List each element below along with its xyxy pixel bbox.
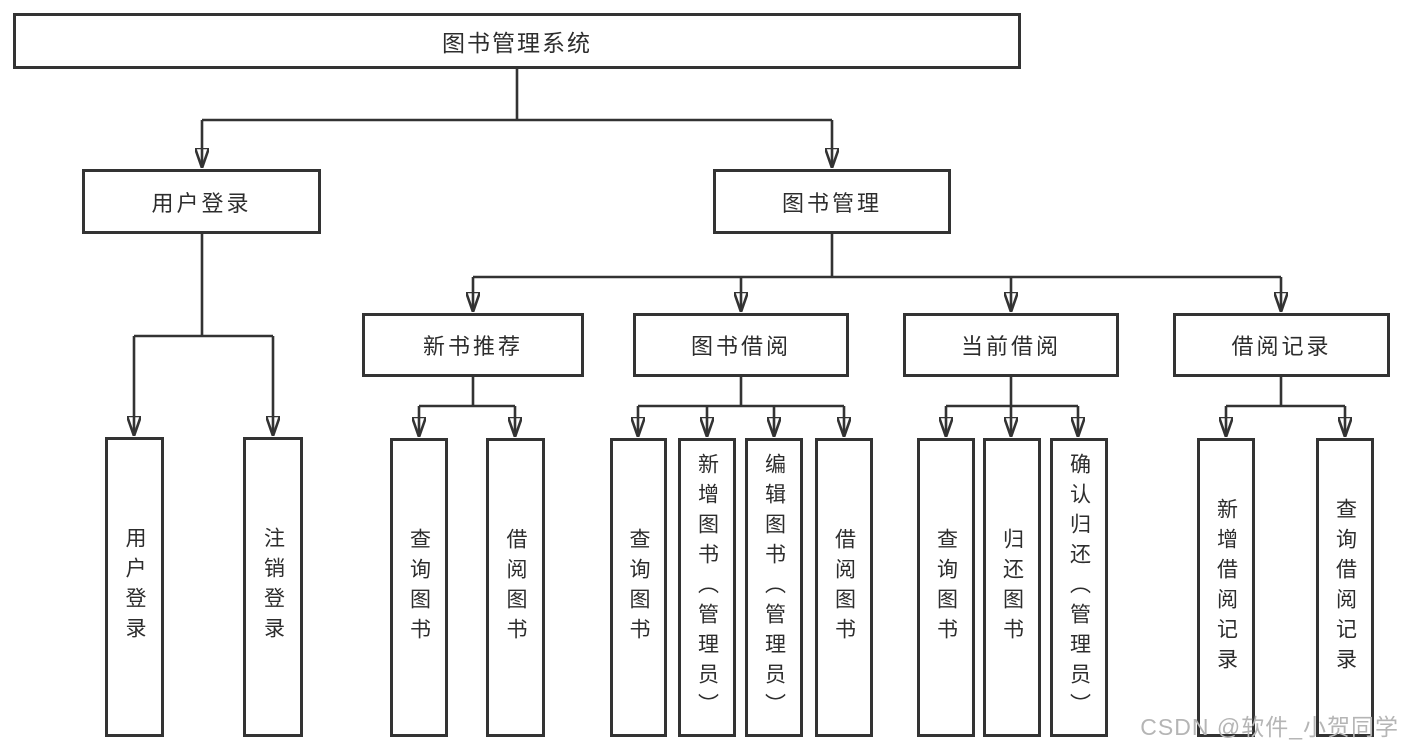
leaf-cb-query-book: 查询图书 — [917, 438, 975, 737]
leaf-label: 编辑图书（管理员） — [762, 452, 786, 723]
book-management-branch-lines — [473, 233, 1281, 311]
leaf-label: 查询借阅记录 — [1333, 497, 1357, 678]
node-book-management: 图书管理 — [713, 169, 951, 234]
leaf-br-query-borrow-record: 查询借阅记录 — [1316, 438, 1374, 737]
book-borrow-spine — [638, 377, 844, 408]
node-user-login: 用户登录 — [82, 169, 321, 234]
node-new-book-recommend: 新书推荐 — [362, 313, 584, 377]
leaf-label: 新增借阅记录 — [1214, 497, 1238, 678]
node-book-borrow: 图书借阅 — [633, 313, 849, 377]
node-label: 借阅记录 — [1231, 334, 1332, 359]
leaf-label: 借阅图书 — [504, 527, 527, 648]
leaf-label: 用户登录 — [123, 527, 146, 647]
node-current-borrow: 当前借阅 — [903, 313, 1119, 377]
leaf-bb-query-book: 查询图书 — [610, 438, 667, 737]
leaf-br-add-borrow-record: 新增借阅记录 — [1197, 438, 1255, 737]
root-branch-lines — [202, 68, 832, 167]
new-book-recommend-spine — [419, 377, 515, 408]
leaf-cb-confirm-return-admin: 确认归还（管理员） — [1050, 438, 1108, 737]
node-label: 新书推荐 — [422, 334, 523, 359]
leaf-user-login: 用户登录 — [105, 437, 164, 737]
leaf-label: 查询图书 — [407, 527, 431, 648]
leaf-bb-borrow-book: 借阅图书 — [815, 438, 873, 737]
leaf-label: 归还图书 — [1000, 527, 1024, 648]
book-management-branch-spine — [473, 233, 1281, 279]
leaf-label: 确认归还（管理员） — [1067, 452, 1091, 723]
book-borrow-branch-lines — [638, 377, 844, 436]
user-login-branch-spine — [134, 233, 273, 338]
node-borrow-record: 借阅记录 — [1173, 313, 1390, 377]
leaf-logout-login: 注销登录 — [243, 437, 303, 737]
node-label: 图书管理系统 — [442, 30, 592, 56]
node-label: 图书管理 — [781, 190, 882, 216]
new-book-recommend-branch-lines — [419, 377, 515, 436]
current-borrow-branch-lines — [946, 377, 1078, 436]
leaf-label: 新增图书（管理员） — [695, 452, 719, 723]
leaf-bb-add-book-admin: 新增图书（管理员） — [678, 438, 736, 737]
leaf-cb-return-book: 归还图书 — [983, 438, 1041, 737]
node-library-management-system: 图书管理系统 — [13, 13, 1021, 69]
root-branch-spine — [202, 68, 832, 122]
leaf-nr-borrow-book: 借阅图书 — [486, 438, 545, 737]
leaf-label: 查询图书 — [934, 527, 958, 648]
csdn-watermark: CSDN @软件_小贺同学 — [1140, 714, 1399, 740]
current-borrow-spine — [946, 377, 1078, 408]
leaf-bb-edit-book-admin: 编辑图书（管理员） — [745, 438, 803, 737]
node-label: 用户登录 — [151, 190, 252, 216]
leaf-label: 借阅图书 — [832, 527, 856, 648]
leaf-label: 查询图书 — [627, 527, 650, 648]
user-login-branch-lines — [134, 233, 273, 435]
borrow-record-spine — [1226, 377, 1345, 408]
leaf-nr-query-book: 查询图书 — [390, 438, 448, 737]
node-label: 图书借阅 — [690, 334, 791, 359]
node-label: 当前借阅 — [960, 334, 1061, 359]
borrow-record-branch-lines — [1226, 377, 1345, 436]
leaf-label: 注销登录 — [261, 527, 285, 647]
